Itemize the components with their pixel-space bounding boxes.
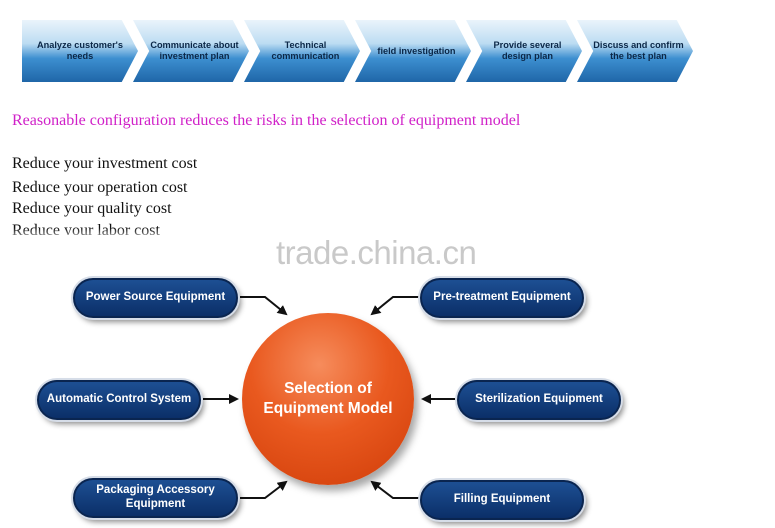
node-pretreatment: Pre-treatment Equipment — [420, 278, 584, 318]
node-packaging: Packaging Accessory Equipment — [73, 478, 238, 518]
center-label-line1: Selection of — [284, 379, 372, 397]
process-step-label: Communicate about investment plan — [150, 40, 239, 61]
center-node-selection: Selection of Equipment Model — [242, 313, 414, 485]
node-power-source: Power Source Equipment — [73, 278, 238, 318]
node-filling: Filling Equipment — [420, 480, 584, 520]
arrow-pretreatment — [370, 296, 420, 316]
node-label: Pre-treatment Equipment — [433, 291, 571, 304]
arrow-packaging — [240, 480, 288, 499]
benefit-item: Reduce your investment cost — [12, 155, 198, 172]
intro-line: Reasonable configuration reduces the ris… — [12, 112, 521, 129]
watermark: trade.china.cn — [276, 234, 477, 271]
process-step-label: Discuss and confirm the best plan — [593, 40, 684, 61]
process-flow: Analyze customer's needs Communicate abo… — [22, 20, 702, 84]
node-label-line1: Packaging Accessory — [96, 484, 215, 497]
node-label-line2: Equipment — [125, 498, 186, 510]
arrow-power-source — [240, 296, 288, 316]
process-step-label: Technical communication — [271, 40, 340, 61]
process-step-technical-communication: Technical communication — [244, 20, 360, 82]
node-label: Power Source Equipment — [85, 291, 226, 304]
node-label: Sterilization Equipment — [475, 393, 603, 406]
process-step-analyze: Analyze customer's needs — [22, 20, 138, 82]
process-step-design-plan: Provide several design plan — [466, 20, 582, 82]
arrow-filling — [370, 480, 420, 499]
node-sterilization: Sterilization Equipment — [457, 380, 621, 420]
fade-overlay — [0, 228, 200, 250]
process-step-label: Analyze customer's needs — [37, 40, 123, 61]
process-step-communicate-investment: Communicate about investment plan — [133, 20, 249, 82]
benefit-item: Reduce your quality cost — [12, 200, 172, 217]
process-step-confirm-plan: Discuss and confirm the best plan — [577, 20, 693, 82]
node-label: Automatic Control System — [46, 393, 192, 406]
node-label: Filling Equipment — [453, 493, 551, 506]
center-label-line2: Equipment Model — [263, 400, 393, 417]
process-step-label: field investigation — [377, 45, 456, 56]
process-step-label: Provide several design plan — [493, 40, 562, 61]
process-step-field-investigation: field investigation — [355, 20, 471, 82]
benefit-item: Reduce your operation cost — [12, 178, 188, 196]
node-automatic-control: Automatic Control System — [37, 380, 201, 420]
